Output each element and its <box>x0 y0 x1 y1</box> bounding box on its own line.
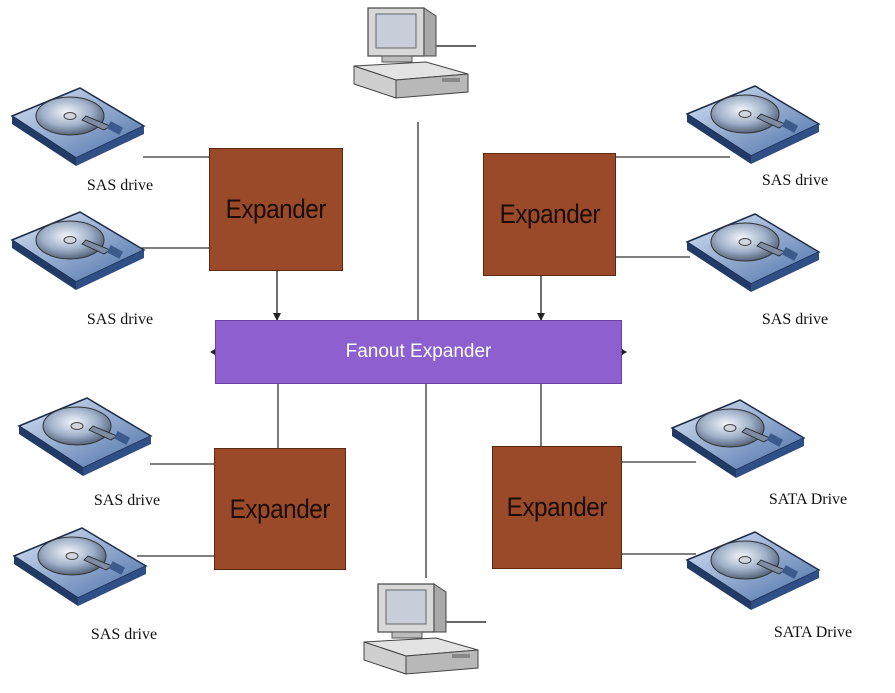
expander-bottom-left: Expander <box>214 448 346 570</box>
drive-label: SAS drive <box>761 172 829 189</box>
hard-drive-icon <box>15 396 155 481</box>
hard-drive-icon <box>8 210 148 295</box>
drive-label: SAS drive <box>86 177 154 194</box>
computer-icon <box>346 4 478 109</box>
fanout-expander: Fanout Expander <box>215 320 622 384</box>
hard-drive-icon <box>683 84 823 169</box>
hard-drive-icon <box>10 526 150 611</box>
expander-label: Expander <box>499 199 600 229</box>
expander-bottom-right: Expander <box>492 446 622 569</box>
expander-top-right: Expander <box>483 153 616 276</box>
drive-label: SAS drive <box>90 626 158 643</box>
hard-drive-icon <box>683 530 823 615</box>
hard-drive-icon <box>683 212 823 297</box>
fanout-expander-label: Fanout Expander <box>345 341 492 362</box>
hard-drive-icon <box>8 86 148 171</box>
expander-top-left: Expander <box>209 148 343 271</box>
expander-label: Expander <box>506 492 608 522</box>
fanout-left-tick <box>210 349 215 355</box>
computer-icon <box>356 580 488 685</box>
drive-label: SAS drive <box>93 492 161 509</box>
drive-label: SAS drive <box>86 311 154 328</box>
hard-drive-icon <box>668 398 808 483</box>
drive-label: SATA Drive <box>773 624 853 641</box>
drive-label: SAS drive <box>761 311 829 328</box>
expander-label: Expander <box>229 493 331 524</box>
expander-label: Expander <box>225 194 327 224</box>
fanout-right-tick <box>622 349 627 355</box>
drive-label: SATA Drive <box>768 491 848 508</box>
